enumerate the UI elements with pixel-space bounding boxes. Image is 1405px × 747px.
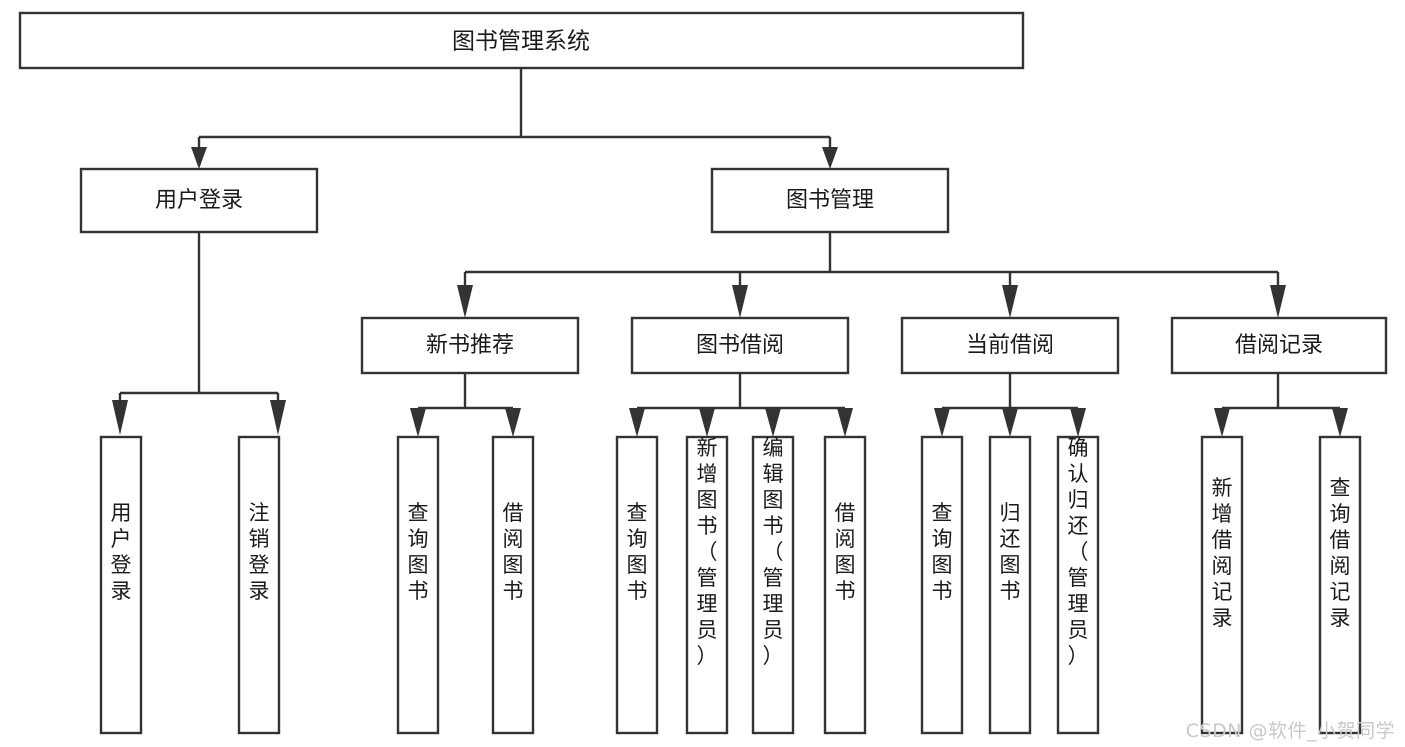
arrow-l3-3-icon xyxy=(1270,285,1286,318)
node-current-borrow-box[interactable] xyxy=(900,316,1120,375)
leaf-box[interactable] xyxy=(751,435,795,735)
leaf-node[interactable]: 注销登录 xyxy=(237,435,281,735)
leaf-box[interactable] xyxy=(99,435,143,735)
arrow-leaf-12-icon xyxy=(1332,408,1348,437)
arrow-leaf-7-icon xyxy=(837,408,853,437)
leaf-label: 新增借阅记录 xyxy=(1212,476,1233,630)
arrow-l3-1-icon xyxy=(732,285,748,318)
node-root[interactable]: 图书管理系统 xyxy=(18,11,1025,70)
node-new-book-recommend[interactable]: 新书推荐 xyxy=(360,316,580,375)
leaf-node[interactable]: 借阅图书 xyxy=(491,435,535,735)
node-new-book-recommend-box[interactable] xyxy=(360,316,580,375)
arrow-leaf-1-icon xyxy=(270,400,286,435)
leaf-node[interactable]: 查询借阅记录 xyxy=(1318,435,1362,735)
arrow-leaf-0-icon xyxy=(112,400,128,435)
node-book-management-label: 图书管理 xyxy=(786,188,874,213)
leaf-node[interactable]: 查询图书 xyxy=(920,435,964,735)
arrow-l3-2-icon xyxy=(1002,285,1018,318)
leaf-label: 用户登录 xyxy=(111,501,132,603)
leaf-node[interactable]: 编辑图书（管理员） xyxy=(751,435,795,735)
leaf-label: 编辑图书（管理员） xyxy=(763,436,784,668)
leaf-box[interactable] xyxy=(920,435,964,735)
node-book-borrow[interactable]: 图书借阅 xyxy=(630,316,850,375)
leaf-node[interactable]: 借阅图书 xyxy=(823,435,867,735)
leaf-node[interactable]: 归还图书 xyxy=(988,435,1032,735)
leaf-box[interactable] xyxy=(1318,435,1362,735)
leaf-node[interactable]: 确认归还（管理员） xyxy=(1056,435,1100,735)
arrow-l2-1-icon xyxy=(822,147,838,169)
arrow-l2-0-icon xyxy=(191,147,207,169)
leaf-box[interactable] xyxy=(615,435,659,735)
leaf-box[interactable] xyxy=(685,435,729,735)
leaf-box[interactable] xyxy=(237,435,281,735)
leaf-box[interactable] xyxy=(491,435,535,735)
arrow-leaf-5-icon xyxy=(699,408,715,437)
leaf-node[interactable]: 查询图书 xyxy=(396,435,440,735)
node-borrow-record-box[interactable] xyxy=(1170,316,1388,375)
leaf-label: 查询图书 xyxy=(408,501,429,603)
leaf-label: 新增图书（管理员） xyxy=(697,436,718,668)
leaf-box[interactable] xyxy=(1056,435,1100,735)
node-current-borrow[interactable]: 当前借阅 xyxy=(900,316,1120,375)
leaf-label: 注销登录 xyxy=(249,501,270,603)
leaf-node[interactable]: 新增图书（管理员） xyxy=(685,435,729,735)
node-book-management[interactable]: 图书管理 xyxy=(710,167,950,234)
edge-layer xyxy=(112,68,1348,437)
arrow-leaf-11-icon xyxy=(1214,408,1230,437)
leaf-label: 确认归还（管理员） xyxy=(1068,436,1089,668)
node-borrow-record-label: 借阅记录 xyxy=(1235,333,1323,358)
node-root-label: 图书管理系统 xyxy=(452,29,590,55)
leaf-label: 查询图书 xyxy=(932,501,953,603)
node-borrow-record[interactable]: 借阅记录 xyxy=(1170,316,1388,375)
node-user-login[interactable]: 用户登录 xyxy=(79,167,319,234)
leaf-label: 借阅图书 xyxy=(835,501,856,603)
leaf-node[interactable]: 查询图书 xyxy=(615,435,659,735)
node-root-box[interactable] xyxy=(18,11,1025,70)
arrow-leaf-4-icon xyxy=(629,408,645,437)
arrow-leaf-3-icon xyxy=(505,408,521,437)
node-book-borrow-label: 图书借阅 xyxy=(696,333,784,358)
leaf-label: 查询图书 xyxy=(627,501,648,603)
leaf-label: 归还图书 xyxy=(1000,501,1021,603)
arrow-leaf-8-icon xyxy=(934,408,950,437)
leaf-box[interactable] xyxy=(1200,435,1244,735)
arrow-leaf-2-icon xyxy=(410,408,426,437)
node-book-borrow-box[interactable] xyxy=(630,316,850,375)
node-user-login-box[interactable] xyxy=(79,167,319,234)
arrow-leaf-10-icon xyxy=(1070,408,1086,437)
leaf-node[interactable]: 新增借阅记录 xyxy=(1200,435,1244,735)
leaf-label: 借阅图书 xyxy=(503,501,524,603)
leaf-label: 查询借阅记录 xyxy=(1330,476,1351,630)
node-user-login-label: 用户登录 xyxy=(155,188,243,213)
arrow-l3-0-icon xyxy=(457,285,473,318)
arrow-leaf-9-icon xyxy=(1002,408,1018,437)
node-new-book-recommend-label: 新书推荐 xyxy=(426,333,514,358)
arrow-leaf-6-icon xyxy=(765,408,781,437)
leaf-box[interactable] xyxy=(396,435,440,735)
leaf-box[interactable] xyxy=(823,435,867,735)
leaf-box[interactable] xyxy=(988,435,1032,735)
node-current-borrow-label: 当前借阅 xyxy=(966,333,1054,358)
leaf-node[interactable]: 用户登录 xyxy=(99,435,143,735)
node-book-management-box[interactable] xyxy=(710,167,950,234)
